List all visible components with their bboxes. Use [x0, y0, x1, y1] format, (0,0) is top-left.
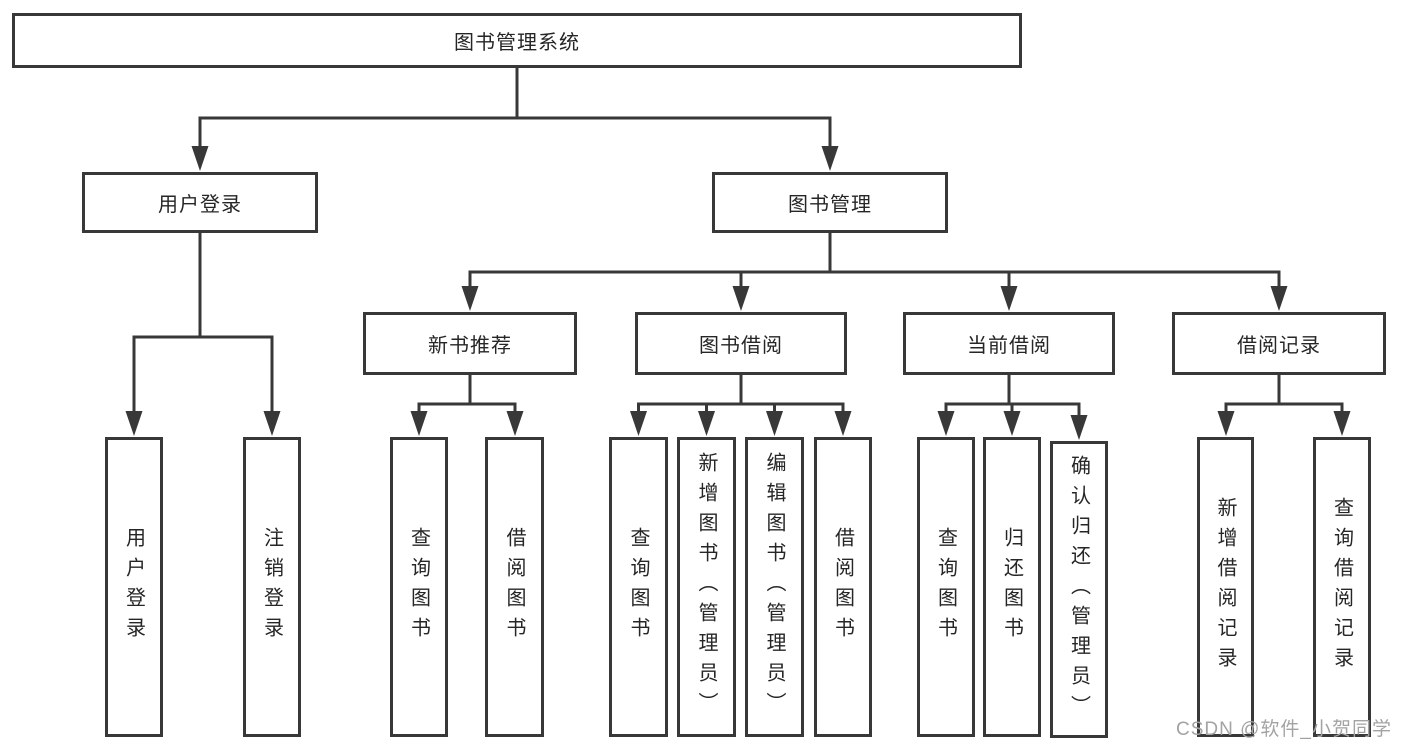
node-label: 用户登录	[122, 527, 145, 647]
node-label: 编辑图书（管理员）	[763, 452, 785, 722]
node-label: 查询图书	[407, 527, 430, 647]
node-library-management-system: 图书管理系统	[12, 13, 1022, 68]
leaf-return-books: 归还图书	[983, 437, 1041, 737]
node-label: 查询图书	[627, 527, 649, 647]
node-label: 确认归还（管理员）	[1067, 454, 1090, 725]
arrowheads	[125, 146, 1351, 440]
node-label: 新增借阅记录	[1214, 497, 1236, 677]
leaf-query-books-current: 查询图书	[917, 437, 975, 737]
node-label: 当前借阅	[967, 335, 1051, 357]
node-book-borrowing: 图书借阅	[635, 312, 847, 375]
node-borrowing-records: 借阅记录	[1172, 312, 1386, 375]
leaf-add-books-admin: 新增图书（管理员）	[677, 437, 736, 737]
node-label: 新增图书（管理员）	[695, 452, 717, 722]
node-current-borrowing: 当前借阅	[903, 312, 1115, 375]
node-label: 新书推荐	[428, 335, 512, 357]
node-user-login-group: 用户登录	[82, 172, 318, 233]
node-label: 用户登录	[158, 194, 242, 216]
node-new-book-recommend: 新书推荐	[363, 312, 577, 375]
node-label: 查询图书	[934, 527, 957, 647]
leaf-query-books-borrowing: 查询图书	[609, 437, 668, 737]
node-label: 借阅图书	[831, 527, 854, 647]
leaf-confirm-return-admin: 确认归还（管理员）	[1050, 441, 1108, 738]
leaf-edit-books-admin: 编辑图书（管理员）	[745, 437, 804, 737]
node-label: 借阅记录	[1237, 335, 1321, 357]
node-label: 查询借阅记录	[1330, 497, 1353, 677]
leaf-query-borrow-record: 查询借阅记录	[1313, 437, 1371, 737]
node-label: 注销登录	[260, 527, 283, 647]
leaf-logout: 注销登录	[243, 437, 301, 737]
leaf-user-login: 用户登录	[105, 437, 163, 737]
node-label: 归还图书	[1000, 527, 1023, 647]
node-label: 图书管理系统	[454, 32, 580, 54]
node-label: 图书管理	[788, 194, 872, 216]
node-label: 借阅图书	[503, 527, 525, 647]
node-label: 图书借阅	[699, 335, 783, 357]
node-book-management-group: 图书管理	[712, 172, 948, 233]
leaf-add-borrow-record: 新增借阅记录	[1197, 437, 1254, 737]
leaf-borrow-books-recommend: 借阅图书	[485, 437, 544, 737]
leaf-borrow-books: 借阅图书	[814, 437, 872, 737]
leaf-query-books-recommend: 查询图书	[390, 437, 448, 737]
csdn-watermark: CSDN @软件_小贺同学	[1176, 719, 1392, 740]
